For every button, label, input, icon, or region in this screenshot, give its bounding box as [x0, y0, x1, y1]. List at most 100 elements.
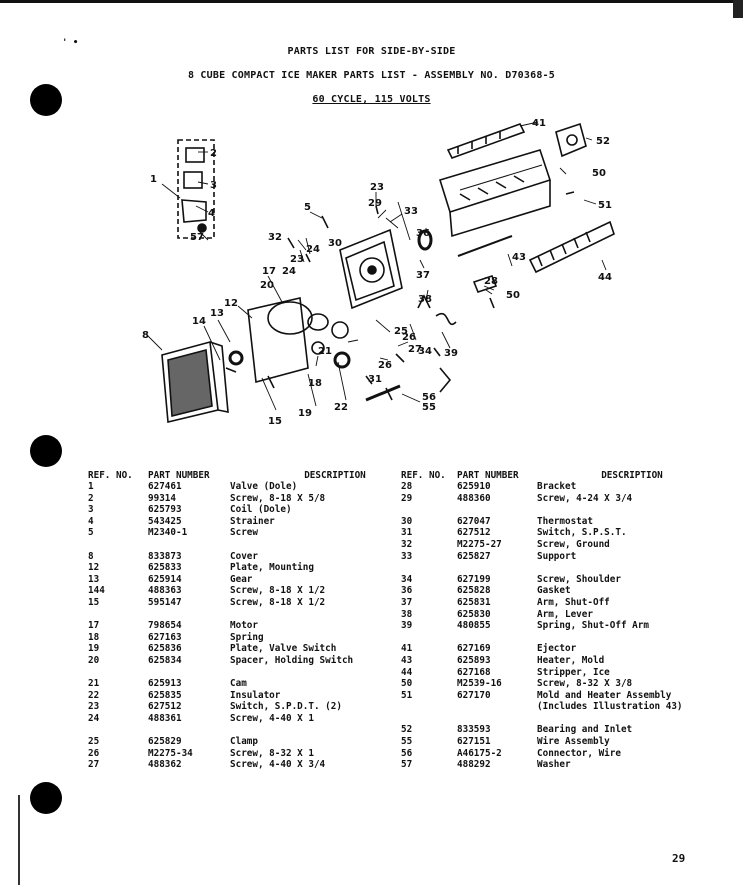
callout-label: 30 — [328, 238, 342, 249]
ref-cell: 38 — [401, 608, 413, 620]
gap-cell — [401, 632, 727, 644]
part-number-cell: 625834 — [148, 654, 182, 666]
ref-cell: 19 — [88, 643, 100, 655]
description-cell: Screw, 4-24 X 3/4 — [537, 492, 633, 504]
description-cell: Arm, Shut-Off — [537, 596, 610, 608]
ref-cell: 43 — [401, 654, 413, 666]
callout-label: 32 — [268, 232, 282, 243]
part-number-cell: 480855 — [457, 620, 491, 632]
description-cell: Strainer — [230, 515, 275, 527]
part-number-cell: 798654 — [148, 620, 182, 632]
callout-label: 24 — [282, 266, 296, 277]
part-number-cell: 627512 — [148, 701, 182, 713]
page-title: PARTS LIST FOR SIDE-BY-SIDE — [287, 46, 456, 57]
callout-label: 39 — [444, 348, 458, 359]
callout-label: 22 — [334, 402, 348, 413]
callout-label: 23 — [290, 254, 304, 265]
gap-cell — [401, 562, 727, 574]
ref-cell — [401, 701, 457, 713]
callout-label: 28 — [484, 276, 498, 287]
callout-label: 26 — [402, 332, 416, 343]
description-cell: Bearing and Inlet — [537, 724, 633, 736]
part-number-cell: M2539-16 — [457, 678, 502, 690]
callout-label: 56 — [422, 392, 436, 403]
callout-label: 19 — [298, 408, 312, 419]
description-cell: Screw, 4-40 X 1 — [230, 712, 314, 724]
part-number-cell: 627170 — [457, 689, 491, 701]
callout-label: 21 — [318, 346, 332, 357]
description-cell: Stripper, Ice — [537, 666, 610, 678]
ref-cell: 22 — [88, 689, 100, 701]
part-number-cell: 625829 — [148, 736, 182, 748]
ref-cell: 5 — [88, 527, 94, 539]
callout-label: 13 — [210, 308, 224, 319]
part-number-cell: 625830 — [457, 608, 491, 620]
part-number-cell: 625833 — [148, 562, 182, 574]
callout-label: 29 — [368, 198, 382, 209]
callout-label: 23 — [370, 182, 384, 193]
part-number-cell: 488363 — [148, 585, 182, 597]
description-cell: Screw, Shoulder — [537, 573, 621, 585]
gap-cell — [88, 539, 440, 551]
table-header-row: REF. NO. PART NUMBER DESCRIPTION — [88, 470, 440, 481]
corner-mark: ' • — [62, 38, 79, 48]
ref-cell: 36 — [401, 585, 413, 597]
page-left-edge — [18, 795, 20, 885]
part-number-cell: 625835 — [148, 689, 182, 701]
callout-label: 20 — [260, 280, 274, 291]
callout-label: 17 — [262, 266, 276, 277]
callout-label: 33 — [404, 206, 418, 217]
ref-header: REF. NO. — [88, 470, 133, 481]
callout-label: 5 — [304, 202, 311, 213]
ref-cell: 15 — [88, 596, 100, 608]
binder-hole-bottom — [30, 782, 62, 814]
part-number-cell: 488360 — [457, 492, 491, 504]
part-number-cell — [457, 701, 537, 713]
description-cell: Clamp — [230, 736, 258, 748]
part-number-cell: 625893 — [457, 654, 491, 666]
ref-cell: 26 — [88, 747, 100, 759]
description-cell: Bracket — [537, 481, 577, 492]
callout-label: 18 — [308, 378, 322, 389]
part-number-cell: 543425 — [148, 515, 182, 527]
callout-label: 43 — [512, 252, 526, 263]
binder-hole-top — [30, 84, 62, 116]
callout-label: 14 — [192, 316, 206, 327]
row-gap — [401, 713, 727, 725]
row-gap — [88, 609, 440, 621]
ref-cell: 34 — [401, 573, 413, 585]
ref-cell: 33 — [401, 550, 413, 562]
part-number-cell: 488292 — [457, 759, 491, 771]
part-header: PART NUMBER — [457, 470, 519, 481]
description-cell: Ejector — [537, 643, 577, 655]
callout-label: 8 — [142, 330, 149, 341]
part-number-cell: 627151 — [457, 736, 491, 748]
gap-cell — [401, 504, 727, 516]
description-cell: Support — [537, 550, 577, 562]
description-cell: Screw, 8-32 X 3/8 — [537, 678, 633, 690]
ref-cell: 37 — [401, 596, 413, 608]
